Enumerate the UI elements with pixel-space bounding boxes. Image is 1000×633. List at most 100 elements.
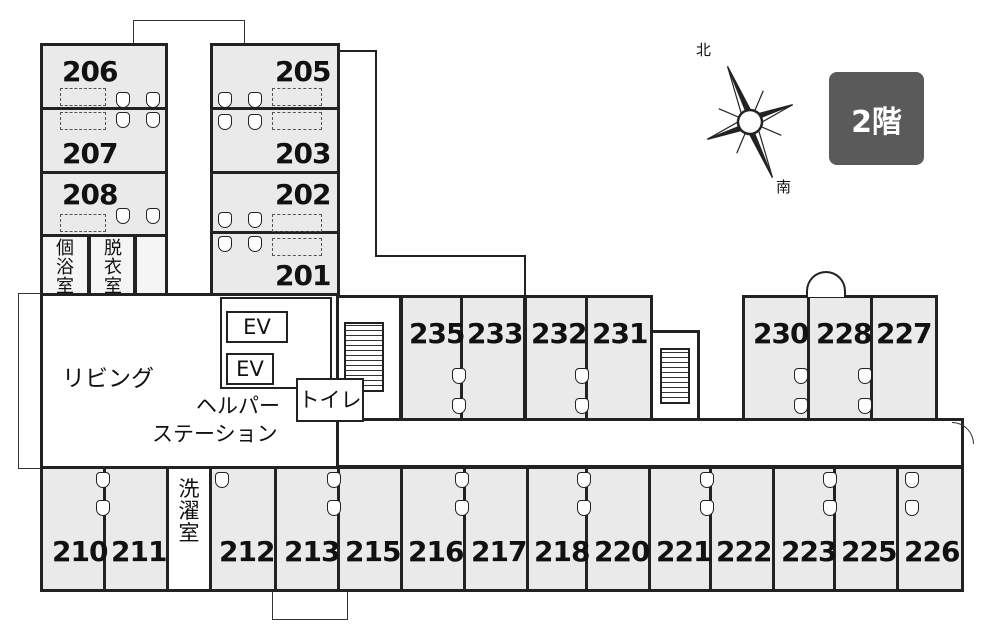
toilet-fixture	[96, 500, 110, 516]
toilet-fixture	[215, 472, 229, 488]
toilet-fixture	[452, 398, 466, 414]
room-label-233: 233	[467, 317, 523, 350]
bath-side	[134, 234, 168, 296]
toilet-fixture	[116, 92, 130, 108]
toilet-fixture	[327, 472, 341, 488]
room-label-205: 205	[275, 55, 331, 88]
room-233	[460, 295, 526, 421]
room-label-223: 223	[781, 535, 837, 568]
toilet-fixture	[823, 500, 837, 516]
main-corridor	[336, 418, 964, 468]
toilet-fixture	[218, 212, 232, 228]
room-label-221: 221	[656, 535, 712, 568]
toilet-fixture	[905, 500, 919, 516]
elevator-1: EV	[226, 311, 288, 343]
room-221	[648, 466, 712, 592]
dressing-label-char: 脱	[104, 238, 122, 259]
dressing-label: 脱 衣 室	[102, 238, 124, 297]
bath-label-char: 個	[56, 238, 74, 259]
room-225	[833, 466, 899, 592]
toilet-fixture	[218, 114, 232, 130]
room-label-231: 231	[592, 317, 648, 350]
room-label-213: 213	[284, 535, 340, 568]
bath-zone	[272, 214, 322, 232]
toilet-fixture	[146, 208, 160, 224]
toilet-fixture	[455, 472, 469, 488]
room-label-203: 203	[275, 137, 331, 170]
bath-zone	[272, 238, 322, 256]
floor-badge-label: 2階	[851, 104, 902, 140]
toilet-fixture	[455, 500, 469, 516]
toilet-fixture	[327, 500, 341, 516]
bath-label-char: 浴	[56, 256, 74, 278]
door-swing	[952, 422, 974, 444]
stairs-2	[660, 348, 690, 404]
toilet-fixture	[96, 472, 110, 488]
room-label-216: 216	[408, 535, 464, 568]
bath-zone	[60, 214, 106, 232]
toilet-fixture	[116, 112, 130, 128]
room-label-210: 210	[52, 535, 108, 568]
room-216	[400, 466, 466, 592]
outline-wall	[524, 255, 526, 295]
outline-wall	[338, 50, 376, 52]
dressing-label-char: 衣	[104, 256, 122, 278]
room-202	[210, 171, 340, 234]
room-label-228: 228	[816, 317, 872, 350]
toilet-fixture	[794, 368, 808, 384]
toilet-fixture	[452, 368, 466, 384]
arch-window	[806, 271, 846, 297]
bath-zone	[272, 88, 322, 106]
toilet-fixture	[700, 472, 714, 488]
room-label-235: 235	[409, 317, 465, 350]
toilet-fixture	[116, 208, 130, 224]
toilet-fixture	[248, 92, 262, 108]
room-231	[585, 295, 653, 421]
bath-zone	[272, 112, 322, 130]
elevator-1-label: EV	[243, 315, 271, 339]
toilet-fixture	[248, 114, 262, 130]
compass-needle	[707, 66, 793, 178]
toilet-fixture	[823, 472, 837, 488]
room-label-207: 207	[62, 137, 118, 170]
room-220	[585, 466, 651, 592]
toilet-fixture	[146, 112, 160, 128]
compass-rose	[707, 66, 793, 178]
toilet-fixture	[858, 368, 872, 384]
bath-label-char: 室	[56, 275, 74, 297]
toilet-label: トイレ	[298, 388, 362, 412]
bath-label: 個 浴 室	[54, 238, 76, 297]
room-227	[870, 295, 938, 421]
room-217	[463, 466, 529, 592]
room-label-222: 222	[716, 535, 772, 568]
toilet-fixture	[700, 500, 714, 516]
room-label-211: 211	[111, 535, 167, 568]
room-223	[772, 466, 836, 592]
north-corridor	[166, 43, 212, 301]
room-226	[896, 466, 964, 592]
toilet-fixture	[248, 236, 262, 252]
bottom-balcony	[272, 590, 348, 620]
room-label-225: 225	[841, 535, 897, 568]
floor-badge: 2階	[829, 72, 924, 165]
room-label-201: 201	[275, 259, 331, 292]
room-label-227: 227	[876, 317, 932, 350]
bath-zone	[60, 112, 106, 130]
bath-zone	[60, 88, 106, 106]
toilet-fixture	[218, 92, 232, 108]
toilet-fixture	[575, 368, 589, 384]
toilet-fixture	[577, 472, 591, 488]
room-label-206: 206	[62, 55, 118, 88]
dressing-label-char: 室	[104, 275, 122, 297]
toilet-fixture	[575, 398, 589, 414]
room-222	[709, 466, 775, 592]
toilet-room: トイレ	[296, 378, 364, 422]
toilet-fixture	[858, 398, 872, 414]
room-211	[103, 466, 169, 592]
living-label: リビング	[62, 366, 154, 392]
toilet-fixture	[218, 236, 232, 252]
room-label-212: 212	[219, 535, 275, 568]
room-label-208: 208	[62, 178, 118, 211]
toilet-fixture	[905, 472, 919, 488]
elevator-2: EV	[226, 353, 274, 385]
